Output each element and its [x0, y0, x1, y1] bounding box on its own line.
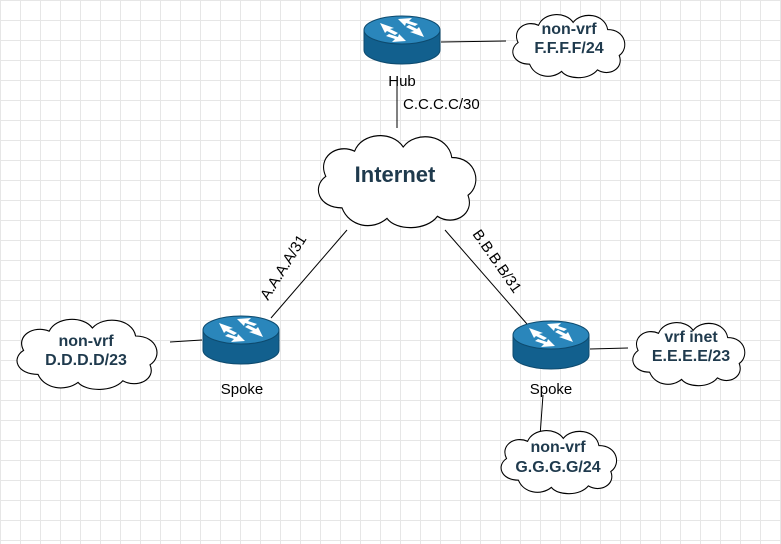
hub-label: Hub: [388, 73, 416, 90]
spoke-right-lan-right-line2: E.E.E.E/23: [652, 348, 730, 365]
links: [169, 40, 629, 437]
spoke-right-link-label: B.B.B.B/31: [469, 227, 525, 297]
hub-lan-line2: F.F.F.F/24: [534, 40, 603, 57]
router-icon: [512, 320, 590, 370]
hub-link-label: C.C.C.C/30: [403, 96, 480, 113]
link-hub-lan: [440, 40, 507, 43]
spoke-left-label: Spoke: [221, 381, 264, 398]
internet-label: Internet: [355, 162, 436, 187]
hub-router: Hub: [363, 15, 441, 90]
spoke-right-lan-bottom-line2: G.G.G.G/24: [515, 459, 600, 476]
spoke-right-lan-bottom-line1: non-vrf: [530, 439, 586, 456]
router-icon: [202, 315, 280, 365]
spoke-left-router: Spoke: [202, 315, 280, 398]
link-internet-spoke-left: [270, 229, 348, 319]
spoke-left-lan-line2: D.D.D.D/23: [45, 352, 127, 369]
spoke-left-link-label: A.A.A.A/31: [257, 232, 310, 303]
spoke-right-label: Spoke: [530, 381, 573, 398]
link-spoke-right-lan-bottom: [539, 394, 544, 437]
link-internet-spoke-right: [444, 229, 528, 325]
hub-lan-line1: non-vrf: [541, 21, 597, 38]
link-spoke-right-lan-right: [589, 347, 629, 350]
spoke-left-lan-cloud: non-vrf D.D.D.D/23: [16, 318, 158, 390]
spoke-left-lan-line1: non-vrf: [58, 333, 114, 350]
spoke-right-lan-bottom-cloud: non-vrf G.G.G.G/24: [500, 430, 618, 495]
router-icon: [363, 15, 441, 65]
internet-cloud: Internet: [317, 134, 477, 229]
spoke-right-lan-right-cloud: vrf inet E.E.E.E/23: [632, 322, 746, 387]
spoke-right-router: Spoke: [512, 320, 590, 398]
link-spoke-left-lan: [169, 339, 203, 343]
hub-lan-cloud: non-vrf F.F.F.F/24: [512, 14, 626, 79]
spoke-right-lan-right-line1: vrf inet: [664, 329, 718, 346]
